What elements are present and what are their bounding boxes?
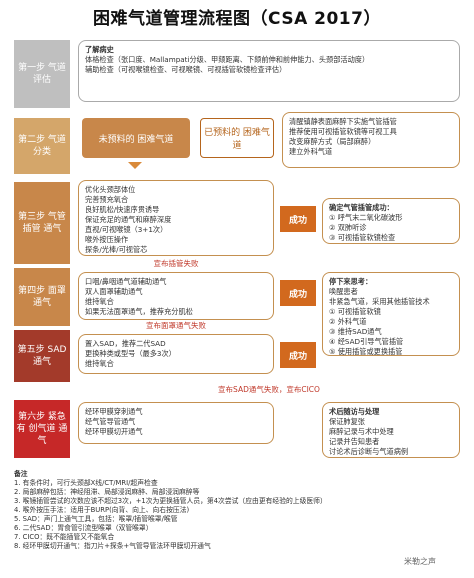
step-3-item: 直视/可视喉镜（3+1次） [85, 225, 168, 234]
note-line: 8. 经环甲膜切开通气：指刀片+探条+气管导管法环甲膜切开通气 [14, 542, 211, 550]
post-op-item: 记录并告知患者 [329, 437, 380, 446]
stop-and-think-box: 停下来思考： 唤醒患者 非紧急气道，采用其他插管技术 ① 可视插管软镜 ② 外科… [322, 272, 460, 356]
step-2-label: 第二步 气道分类 [14, 118, 70, 174]
stop-think-item: ① 可视插管软镜 [329, 307, 381, 316]
step-6-item: 经气管导管通气 [85, 417, 136, 426]
expected-difficult-airway: 已预料的 困难气道 [200, 118, 274, 158]
step-4-item: 口咽/鼻咽通气道辅助通气 [85, 277, 167, 286]
step-4-label: 第四步 面罩 通气 [14, 268, 70, 326]
stop-think-item: ② 外科气道 [329, 317, 367, 326]
post-op-title: 术后随访与处理 [329, 407, 380, 416]
step-3-item: 保证充足的通气和麻醉深度 [85, 215, 172, 224]
post-op-item: 讨论术后诊断与气道病例 [329, 447, 409, 456]
success-badge: 成功 [280, 280, 316, 306]
step-1-item: 体格检查（张口度、Mallampati分级、甲颏距离、下颌前伸和前伸能力、头颈部… [85, 55, 370, 64]
step-6-item: 经环甲膜切开通气 [85, 427, 143, 436]
step-3-item: 良好肌松/快速序贯诱导 [85, 205, 160, 214]
step-1-item: 了解病史 [85, 45, 114, 54]
arrow-down-icon [128, 162, 142, 169]
step-3-item: 完善预充氧合 [85, 195, 129, 204]
mask-failed-label: 宣布面罩通气失败 [146, 321, 206, 330]
note-line: 3. 喉镜插管尝试的次数应该不超过3次，+1次为更换插管人员，第4次尝试（应由更… [14, 497, 327, 505]
step-5-item: 维持氧合 [85, 359, 114, 368]
step-5-item: 更换种类或型号（最多3次） [85, 349, 176, 358]
expected-item: 改变麻醉方式（局部麻醉） [289, 137, 376, 146]
step-3-item: 探条/光棒/可视管芯 [85, 245, 148, 254]
step-4-box: 口咽/鼻咽通气道辅助通气 双人面罩辅助通气 维持氧合 如果无法面罩通气，推荐充分… [78, 272, 274, 320]
note-line: 4. 喉外按压手法：适用于BURP(向背、向上、向右按压法) [14, 506, 190, 514]
stop-think-title: 停下来思考： [329, 277, 373, 286]
unexpected-difficult-airway: 未预料的 困难气道 [82, 118, 190, 158]
success-badge: 成功 [280, 206, 316, 232]
confirm-title: 确定气管插管成功： [329, 203, 394, 212]
step-6-item: 经环甲膜穿刺通气 [85, 407, 143, 416]
step-3-item: 优化头颈部体位 [85, 185, 136, 194]
post-op-item: 麻醉记录与术中处理 [329, 427, 394, 436]
step-3-label: 第三步 气管插管 通气 [14, 182, 70, 264]
intubation-failed-label: 宣布插管失败 [153, 259, 199, 268]
stop-think-item: ⑤ 使用插管或更换插管 [329, 347, 403, 356]
step-3-item: 喉外按压操作 [85, 235, 129, 244]
step-6-box: 经环甲膜穿刺通气 经气管导管通气 经环甲膜切开通气 [78, 402, 274, 444]
step-4-item: 如果无法面罩通气，推荐充分肌松 [85, 307, 193, 316]
expected-item: 建立外科气道 [289, 147, 333, 156]
success-badge: 成功 [280, 342, 316, 368]
step-5-item: 置入SAD，推荐二代SAD [85, 339, 166, 348]
note-line: 5. SAD：声门上通气工具，包括：喉罩/插管喉罩/喉管 [14, 515, 178, 523]
stop-think-item: 唤醒患者 [329, 287, 358, 296]
sad-failed-label: 宣布SAD通气失败，宣布CICO [218, 385, 320, 394]
watermark: 米勒之声 [404, 557, 436, 566]
step-3-box: 优化头颈部体位 完善预充氧合 良好肌松/快速序贯诱导 保证充足的通气和麻醉深度 … [78, 180, 274, 256]
post-op-item: 保证肺复张 [329, 417, 365, 426]
step-5-label: 第五步 SAD 通气 [14, 330, 70, 382]
stop-think-item: ③ 维持SAD通气 [329, 327, 382, 336]
note-line: 2. 局部麻醉包括：神经阻滞、局部浸润麻醉、局部浸润麻醉等 [14, 488, 200, 496]
step-1-item: 辅助检查（可视喉镜检查、可视喉镜、可视插管软镜检查评估） [85, 65, 287, 74]
expected-item: 清醒镇静表面麻醉下实施气管插管 [289, 117, 397, 126]
page-title: 困难气道管理流程图（CSA 2017） [93, 9, 381, 29]
step-6-label: 第六步 紧急有 创气道 通气 [14, 400, 70, 458]
stop-think-item: ④ 经SAD引导气管插管 [329, 337, 404, 346]
note-line: 7. CICO：既不能插管又不能氧合 [14, 533, 115, 541]
step-1-box: 了解病史 体格检查（张口度、Mallampati分级、甲颏距离、下颌前伸和前伸能… [78, 40, 460, 102]
stop-think-item: 非紧急气道，采用其他插管技术 [329, 297, 430, 306]
expected-item: 推荐使用可视插管软镜等可视工具 [289, 127, 397, 136]
note-line: 6. 二代SAD：胃食管引流型喉罩（双管喉罩） [14, 524, 153, 532]
expected-airway-box: 清醒镇静表面麻醉下实施气管插管 推荐使用可视插管软镜等可视工具 改变麻醉方式（局… [282, 112, 460, 168]
intubation-confirm-box: 确定气管插管成功： ① 呼气末二氧化碳波形 ② 双肺听诊 ③ 可视插管软镜检查 [322, 198, 460, 244]
note-line: 1. 有条件时，可行头颈部X线/CT/MRI/超声检查 [14, 479, 158, 487]
step-1-label: 第一步 气道评估 [14, 40, 70, 108]
confirm-item: ② 双肺听诊 [329, 223, 367, 232]
confirm-item: ① 呼气末二氧化碳波形 [329, 213, 403, 222]
step-5-box: 置入SAD，推荐二代SAD 更换种类或型号（最多3次） 维持氧合 [78, 334, 274, 374]
confirm-item: ③ 可视插管软镜检查 [329, 233, 396, 242]
step-4-item: 双人面罩辅助通气 [85, 287, 143, 296]
post-op-box: 术后随访与处理 保证肺复张 麻醉记录与术中处理 记录并告知患者 讨论术后诊断与气… [322, 402, 460, 458]
notes-title: 备注 [14, 470, 28, 478]
notes-section: 备注 1. 有条件时，可行头颈部X线/CT/MRI/超声检查 2. 局部麻醉包括… [14, 470, 414, 551]
step-4-item: 维持氧合 [85, 297, 114, 306]
